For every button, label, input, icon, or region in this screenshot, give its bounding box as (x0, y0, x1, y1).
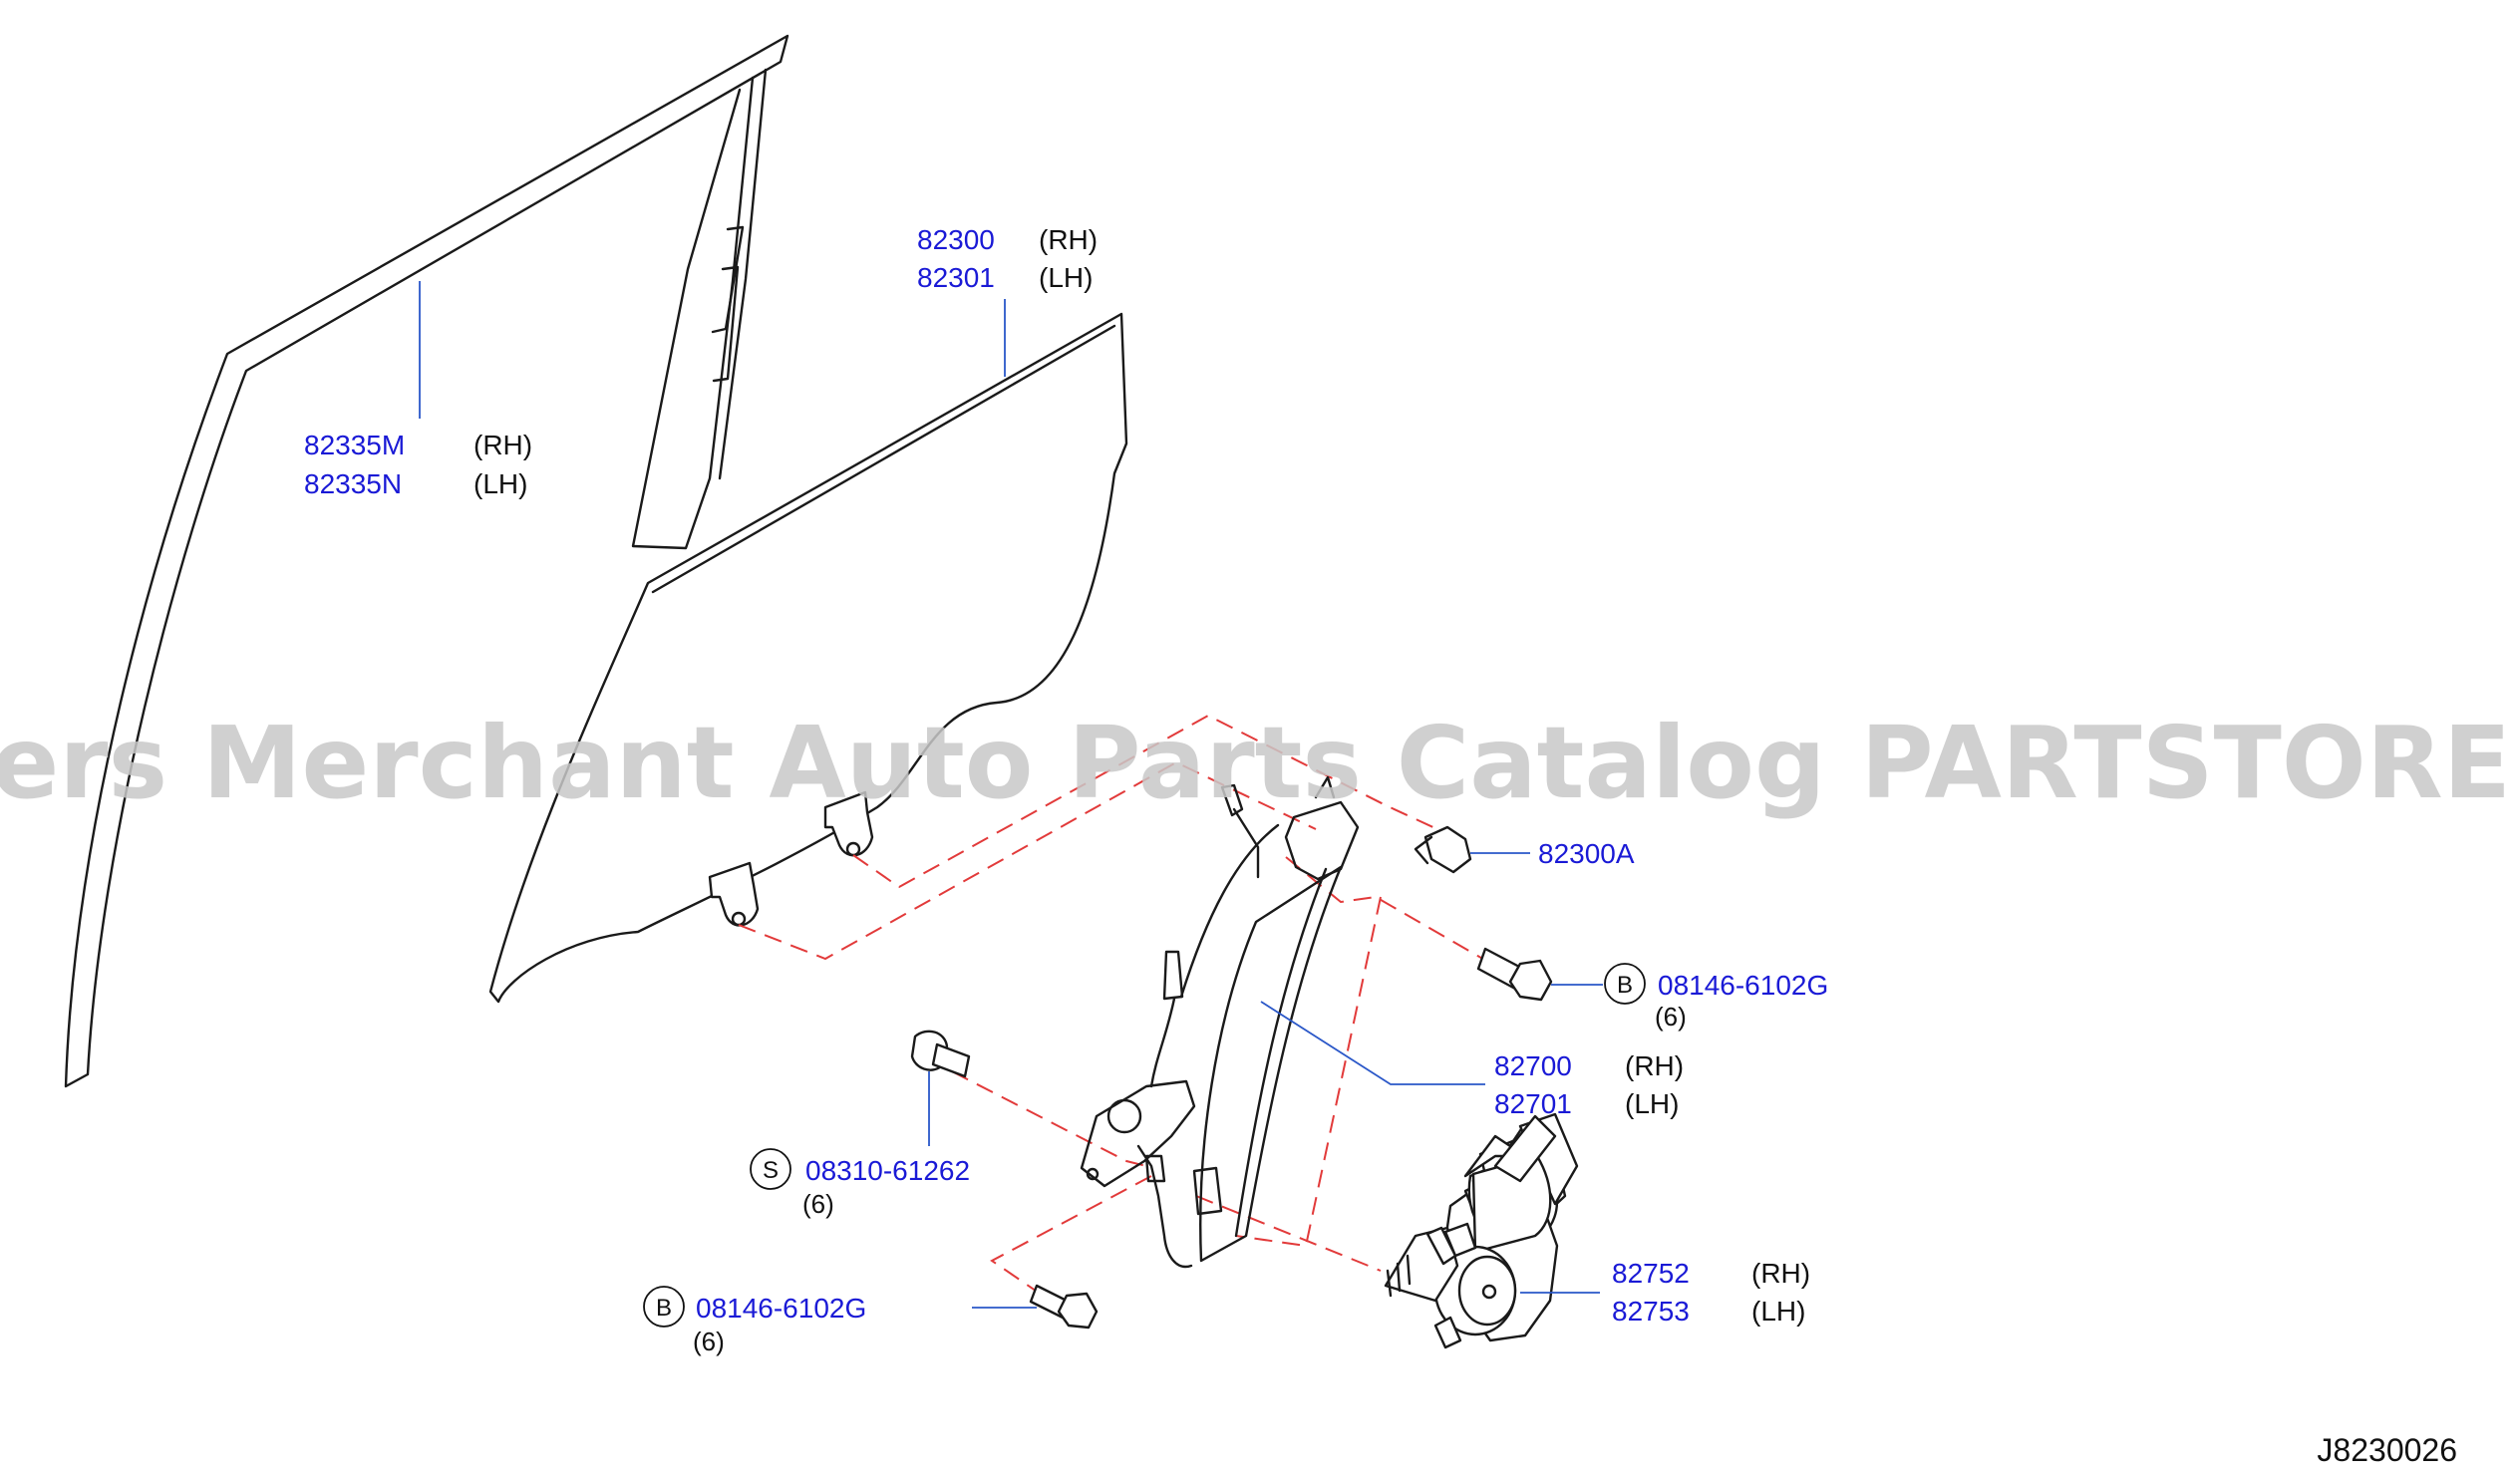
callout-screw[interactable]: S 08310-61262 (6) (750, 1148, 970, 1219)
bolt-type-letter: B (656, 1295, 672, 1322)
quantity-label: (6) (802, 1189, 834, 1219)
side-label: (RH) (1625, 1050, 1684, 1081)
callout-regulator-bolt-lower[interactable]: B 08146-6102G (6) (643, 1286, 866, 1356)
part-number-82753: 82753 (1612, 1296, 1690, 1327)
leader-lines (419, 281, 1603, 1309)
bolt-type-letter: B (1617, 972, 1633, 999)
side-label: (RH) (473, 430, 532, 460)
regulator-motor[interactable] (1384, 1112, 1579, 1349)
quantity-label: (6) (693, 1327, 725, 1356)
side-label: (RH) (1039, 224, 1098, 255)
window-regulator[interactable] (1080, 775, 1360, 1269)
glass-run-weatherstrip[interactable] (64, 34, 789, 1088)
screw-type-letter: S (763, 1157, 779, 1184)
regulator-screw[interactable] (910, 1030, 971, 1078)
diagram-code: J8230026 (2317, 1432, 2457, 1468)
quantity-label: (6) (1655, 1002, 1687, 1032)
glass-mount-bolt[interactable] (1414, 825, 1472, 874)
screw-type-circle (750, 1148, 791, 1190)
bolt-type-circle (643, 1286, 685, 1328)
part-number-82752: 82752 (1612, 1258, 1690, 1289)
side-label: (LH) (1625, 1088, 1679, 1119)
part-number-82300: 82300 (917, 224, 995, 255)
part-number-82701: 82701 (1494, 1088, 1572, 1119)
part-number-08146-6102G: 08146-6102G (1658, 970, 1828, 1001)
part-number-82700: 82700 (1494, 1050, 1572, 1081)
side-label: (LH) (1039, 262, 1093, 293)
part-number-82300A: 82300A (1538, 838, 1635, 869)
callout-glass[interactable]: 82300 (RH) 82301 (LH) (917, 224, 1098, 293)
part-number-82335M: 82335M (304, 430, 405, 460)
part-number-08310-61262: 08310-61262 (805, 1155, 970, 1186)
bolt-type-circle (1604, 963, 1646, 1005)
regulator-bolt-lower[interactable] (1029, 1284, 1099, 1330)
side-label: (LH) (1751, 1296, 1805, 1327)
callout-regulator[interactable]: 82700 (RH) 82701 (LH) (1494, 1050, 1684, 1119)
part-number-82301: 82301 (917, 262, 995, 293)
side-label: (LH) (473, 468, 527, 499)
callout-weatherstrip[interactable]: 82335M (RH) 82335N (LH) (304, 430, 532, 499)
side-label: (RH) (1751, 1258, 1810, 1289)
callout-regulator-bolt-upper[interactable]: B 08146-6102G (6) (1604, 963, 1828, 1032)
part-number-08146-6102G: 08146-6102G (696, 1293, 866, 1324)
callout-glass-bolt[interactable]: 82300A (1538, 838, 1635, 869)
watermark: Offers Merchant Auto Parts Catalog PARTS… (0, 705, 2520, 821)
callout-motor[interactable]: 82752 (RH) 82753 (LH) (1612, 1258, 1810, 1327)
part-number-82335N: 82335N (304, 468, 402, 499)
regulator-bolt-upper[interactable] (1476, 947, 1553, 1002)
door-glass[interactable] (488, 312, 1128, 1004)
